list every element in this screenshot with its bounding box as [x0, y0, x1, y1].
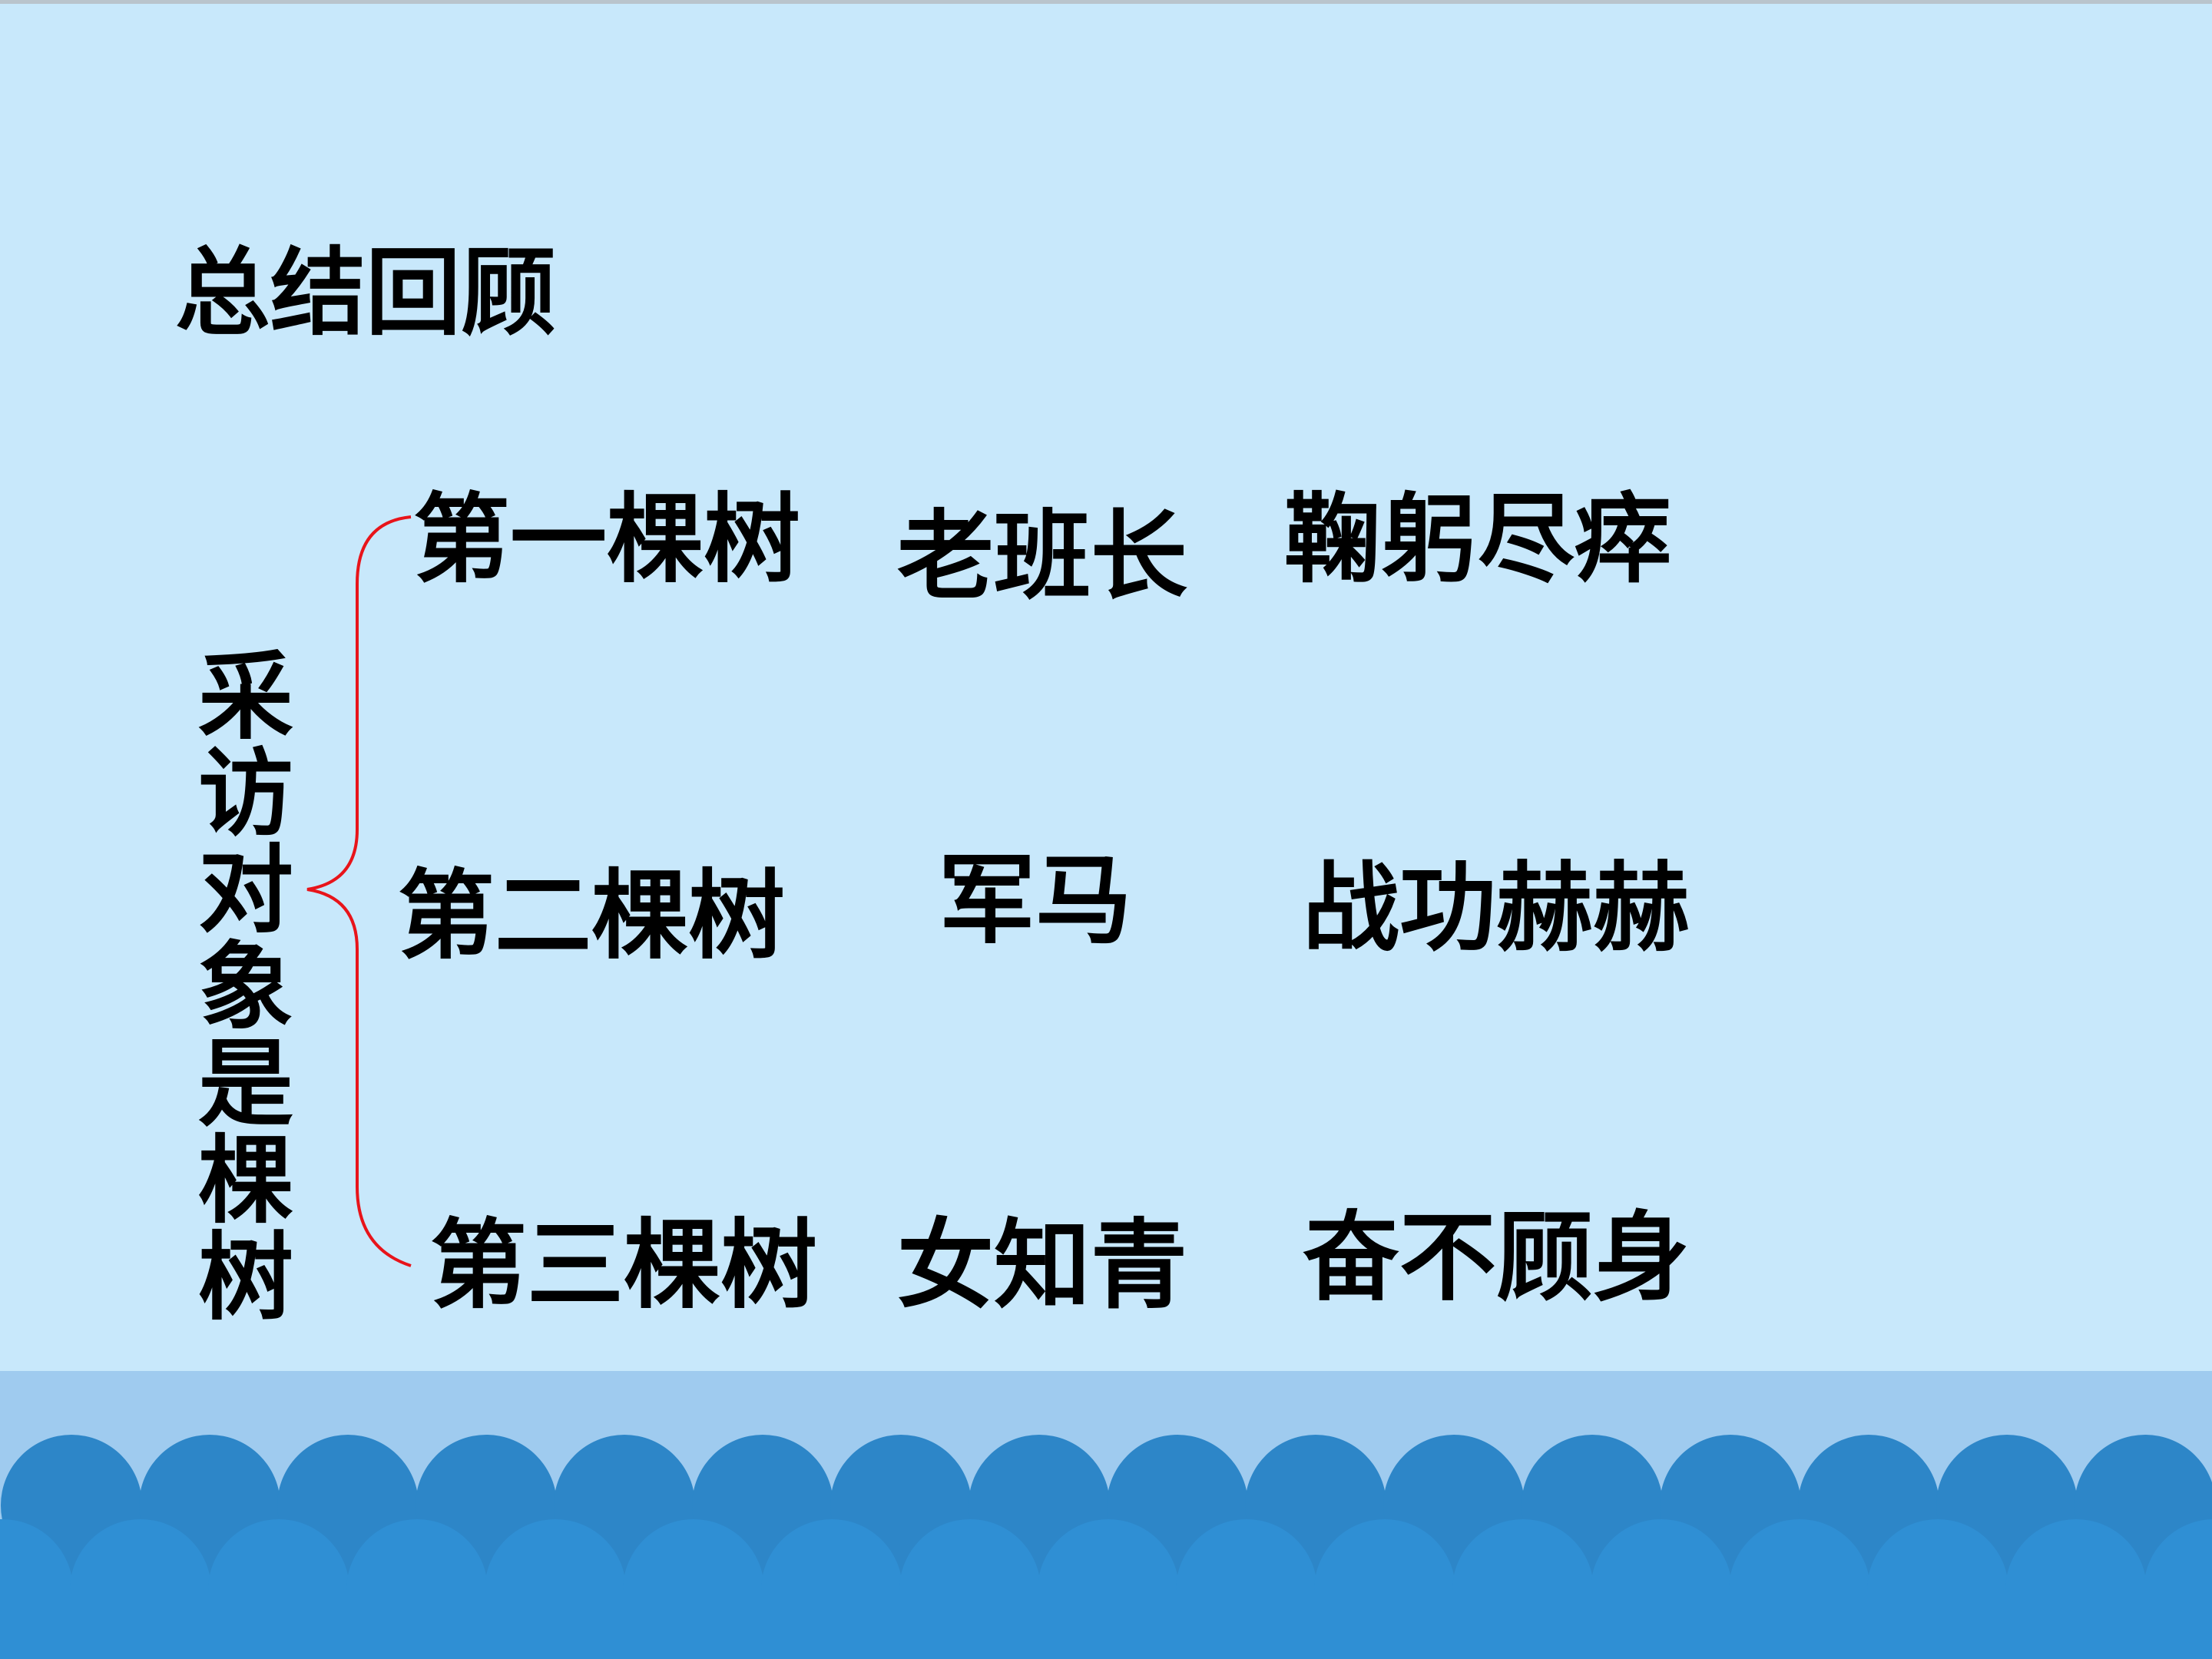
- row3-who: 女知青: [897, 1209, 1187, 1322]
- slide-title: 总结回顾: [175, 238, 557, 349]
- row1-tree: 第一棵树: [413, 483, 800, 596]
- row2-who: 军马: [939, 844, 1132, 957]
- row3-trait: 奋不顾身: [1303, 1201, 1690, 1314]
- row1-trait: 鞠躬尽瘁: [1284, 483, 1671, 596]
- wave-decoration: [0, 1371, 2212, 1659]
- row3-tree: 第三棵树: [430, 1209, 817, 1322]
- vertical-label: 采访对象是棵树: [197, 642, 293, 1333]
- row2-tree: 第二棵树: [398, 859, 785, 972]
- row1-who: 老班长: [897, 500, 1187, 613]
- row2-trait: 战功赫赫: [1303, 852, 1690, 965]
- top-border: [0, 0, 2212, 4]
- curly-brace: [306, 515, 412, 1267]
